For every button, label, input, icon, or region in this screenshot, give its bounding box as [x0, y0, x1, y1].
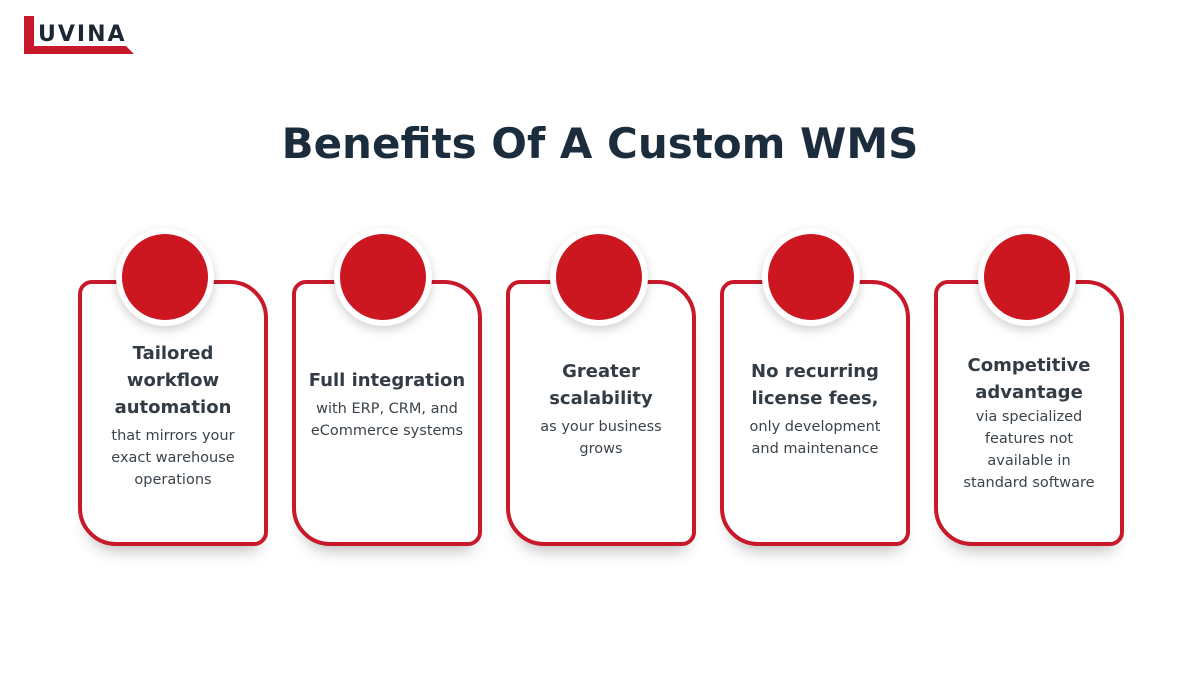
- benefit-card-competitive-advantage: Competitive advantage via specialized fe…: [934, 228, 1128, 550]
- page-title: Benefits Of A Custom WMS: [281, 119, 919, 168]
- card-body: Tailored workflow automation that mirror…: [84, 340, 262, 491]
- card-description: via specialized features not available i…: [963, 409, 1095, 491]
- card-body: Competitive advantage via specialized fe…: [940, 352, 1118, 494]
- card-body: No recurring license fees, only developm…: [726, 358, 904, 460]
- benefit-card-greater-scalability: Greater scalability as your business gro…: [506, 228, 700, 550]
- card-description: only development and maintenance: [749, 419, 881, 457]
- card-circle-icon: [556, 234, 642, 320]
- benefit-card-no-license-fees: No recurring license fees, only developm…: [720, 228, 914, 550]
- card-heading: Tailored workflow automation: [114, 343, 232, 418]
- card-circle-icon: [768, 234, 854, 320]
- logo-text: UVINA: [38, 22, 127, 47]
- card-circle-icon: [984, 234, 1070, 320]
- card-heading: No recurring license fees,: [751, 361, 879, 409]
- luvina-logo[interactable]: UVINA: [22, 14, 138, 58]
- card-description: with ERP, CRM, and eCommerce systems: [310, 401, 464, 439]
- card-body: Greater scalability as your business gro…: [512, 358, 690, 460]
- card-body: Full integration with ERP, CRM, and eCom…: [298, 367, 476, 442]
- logo-l-mark-icon: [24, 16, 134, 54]
- benefit-card-tailored-workflow: Tailored workflow automation that mirror…: [78, 228, 272, 550]
- card-heading: Greater scalability: [549, 361, 653, 409]
- card-circle-icon: [340, 234, 426, 320]
- card-description: that mirrors your exact warehouse operat…: [111, 428, 235, 488]
- card-circle-icon: [122, 234, 208, 320]
- benefit-card-full-integration: Full integration with ERP, CRM, and eCom…: [292, 228, 486, 550]
- card-heading: Full integration: [308, 370, 466, 391]
- card-heading: Competitive advantage: [967, 355, 1091, 403]
- card-description: as your business grows: [540, 419, 662, 457]
